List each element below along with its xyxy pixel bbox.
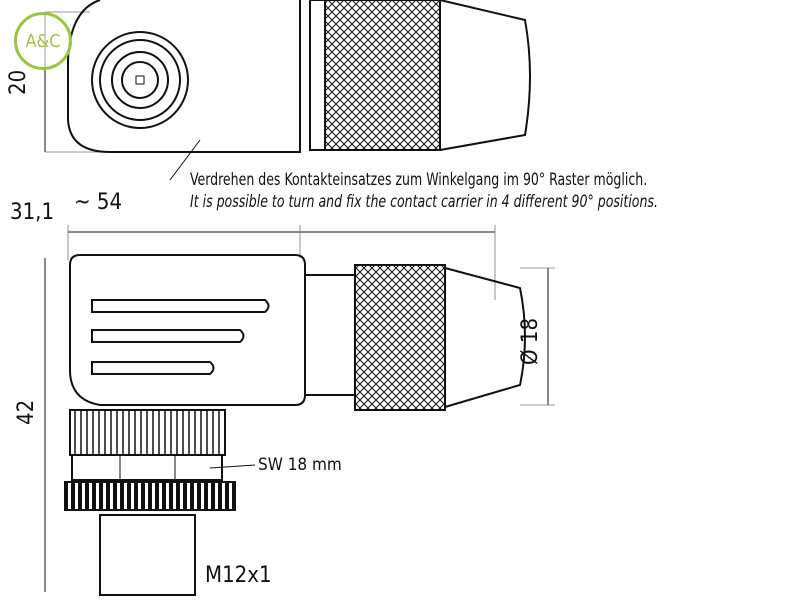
dim-diameter: Ø 18 [518, 317, 543, 365]
dim-length-long: ~ 54 [74, 190, 123, 215]
ac-logo: A&C [14, 12, 72, 70]
dim-length-short: 31,1 [10, 200, 55, 225]
dim-wrench-size: SW 18 mm [258, 455, 342, 475]
note-english: It is possible to turn and fix the conta… [190, 192, 658, 212]
dim-height: 42 [14, 399, 39, 425]
dim-thread: M12x1 [205, 563, 272, 588]
side-view [44, 225, 555, 596]
top-view [44, 0, 531, 181]
logo-text: A&C [25, 30, 61, 52]
note-german: Verdrehen des Kontakteinsatzes zum Winke… [190, 170, 648, 190]
dim-top-height: 20 [6, 69, 31, 95]
